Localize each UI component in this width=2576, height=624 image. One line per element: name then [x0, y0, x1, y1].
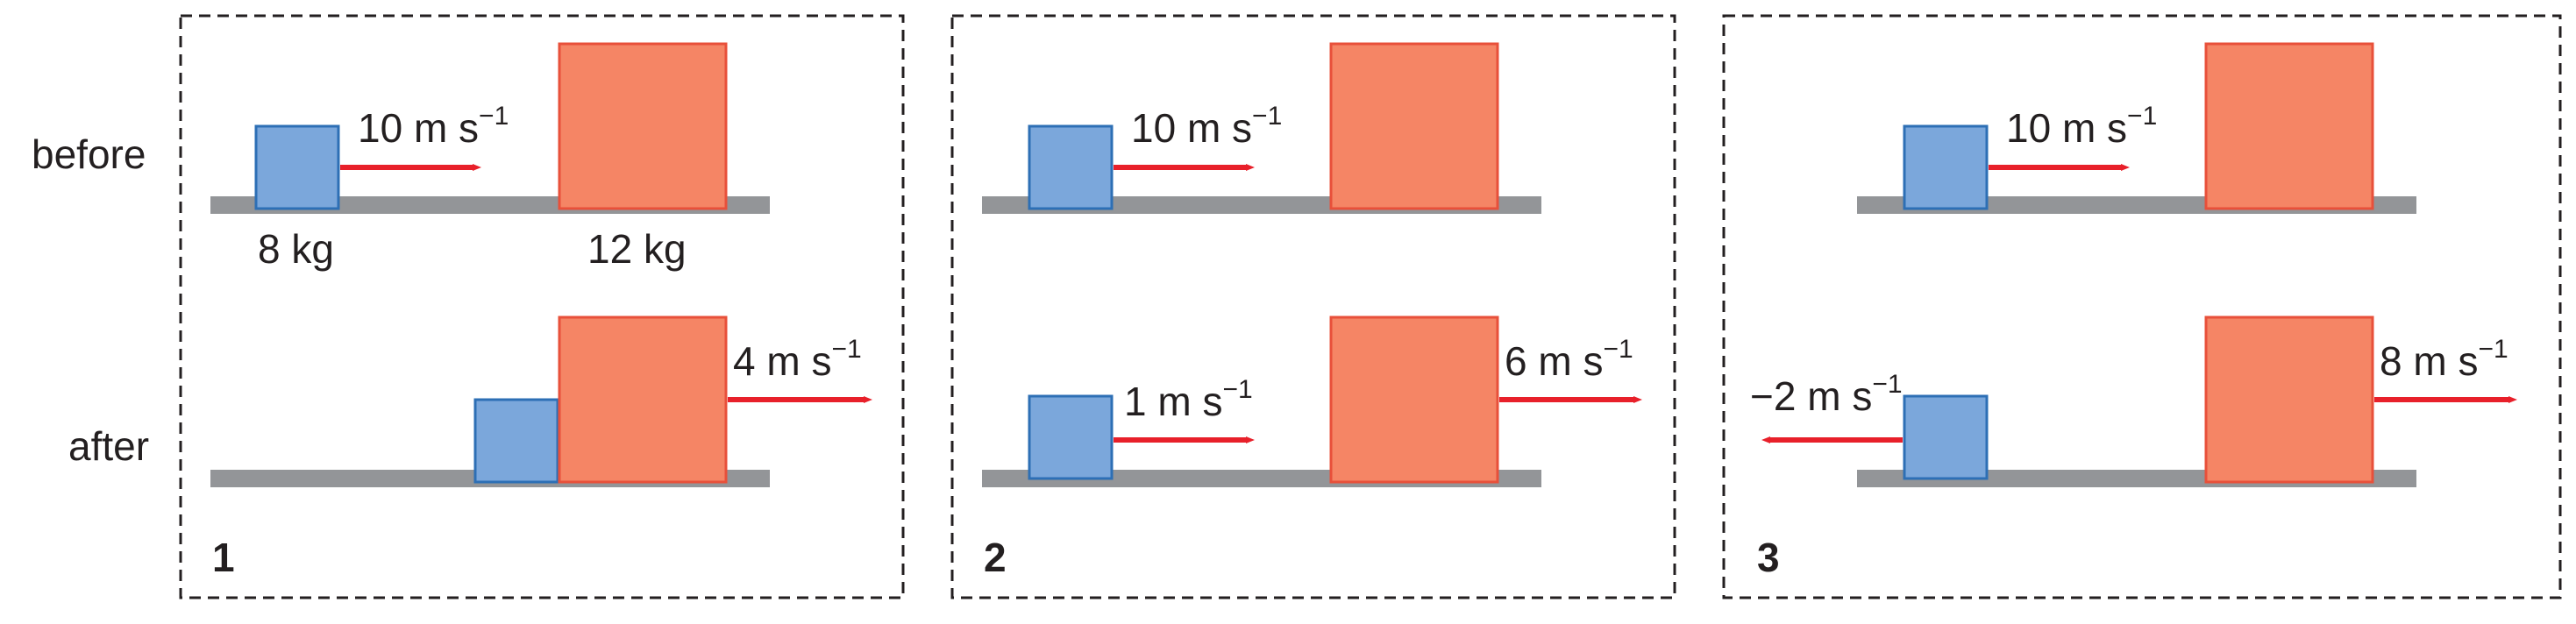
panel-3-border [1722, 14, 2562, 599]
velocity-label-small: 10 m s−1 [1131, 102, 1282, 151]
velocity-label-big: 4 m s−1 [733, 335, 862, 384]
mass-label-small: 8 kg [258, 226, 334, 272]
big-block-12kg [1329, 316, 1499, 484]
velocity-label-small: −2 m s−1 [1750, 370, 1903, 419]
panel-2-border [950, 14, 1676, 599]
big-block-12kg [2204, 42, 2374, 210]
velocity-label-big: 6 m s−1 [1505, 335, 1633, 384]
small-block-8kg [1028, 394, 1114, 480]
small-block-8kg [1903, 124, 1989, 210]
small-block-8kg [473, 398, 559, 484]
mass-label-big: 12 kg [587, 226, 687, 272]
panel-1-border [179, 14, 905, 599]
velocity-label-big: 8 m s−1 [2380, 335, 2508, 384]
panel-1: 10 m s−1 8 kg 12 kg 4 m s−1 1 [179, 14, 905, 599]
panel-number: 2 [984, 535, 1007, 580]
panel-3: 10 m s−1 −2 m s−1 8 m s−1 3 [1722, 14, 2562, 599]
panel-number: 1 [212, 535, 235, 580]
big-block-12kg [2204, 316, 2374, 484]
velocity-label-small: 10 m s−1 [358, 102, 509, 151]
big-block-12kg [1329, 42, 1499, 210]
velocity-label-small: 10 m s−1 [2006, 102, 2157, 151]
small-block-8kg [1028, 124, 1114, 210]
panel-number: 3 [1757, 535, 1780, 580]
row-label-before: before [32, 131, 146, 177]
velocity-label-small: 1 m s−1 [1124, 375, 1253, 424]
row-label-after: after [68, 423, 149, 469]
big-block-12kg [558, 42, 728, 210]
small-block-8kg [254, 124, 340, 210]
panel-2: 10 m s−1 1 m s−1 6 m s−1 2 [950, 14, 1676, 599]
big-block-12kg [558, 316, 728, 484]
small-block-8kg [1903, 394, 1989, 480]
